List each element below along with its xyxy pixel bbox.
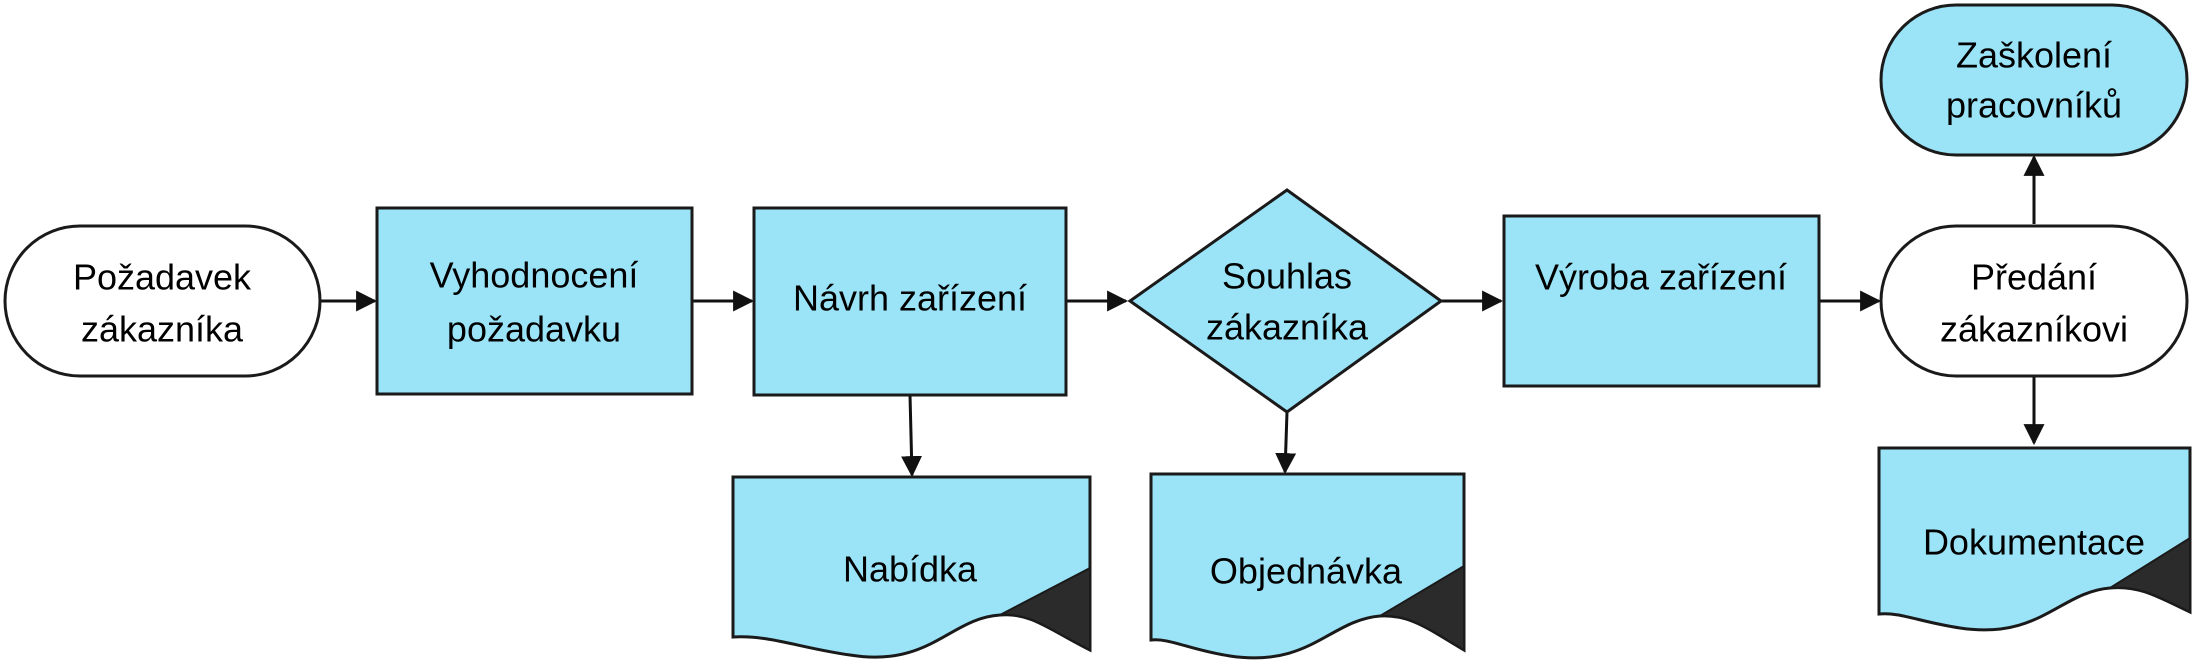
node-souhlas-line-1: Souhlas (1222, 256, 1352, 297)
node-vyhodnoceni-line-1: Vyhodnocení (430, 255, 639, 296)
node-dokumentace-label: Dokumentace (1923, 522, 2145, 563)
connector-souhlas-objednavka (1275, 411, 1297, 475)
node-objednavka-label: Objednávka (1210, 551, 1403, 592)
node-predani-line-2: zákazníkovi (1940, 309, 2128, 350)
node-nabidka: Nabídka (731, 475, 1092, 659)
node-zaskoleni-line-1: Zaškolení (1956, 35, 2112, 76)
node-vyroba-line-1: Výroba zařízení (1535, 257, 1787, 298)
node-vyroba-zarizeni: Výroba zařízení (1502, 214, 1821, 388)
node-zaskoleni-pracovniku: Zaškolení pracovníků (1879, 3, 2189, 157)
node-navrh-zarizeni: Návrh zařízení (752, 206, 1068, 397)
node-predani-zakaznikovi: Předání zákazníkovi (1879, 224, 2189, 378)
node-vyhodnoceni-line-2: požadavku (447, 309, 621, 350)
node-predani-line-1: Předání (1971, 257, 2097, 298)
node-vyhodnoceni-pozadavku: Vyhodnocení požadavku (375, 206, 694, 396)
node-objednavka: Objednávka (1149, 472, 1466, 660)
node-souhlas-zakaznika: Souhlas zákazníka (1127, 188, 1444, 414)
node-navrh-line-1: Návrh zařízení (793, 278, 1027, 319)
node-pozadavek-zakaznika: Požadavek zákazníka (3, 224, 322, 378)
node-souhlas-line-2: zákazníka (1206, 307, 1369, 348)
node-dokumentace: Dokumentace (1877, 446, 2192, 632)
connector-navrh-nabidka (901, 394, 923, 478)
node-pozadavek-line-1: Požadavek (73, 257, 252, 298)
node-nabidka-label: Nabídka (843, 549, 978, 590)
node-pozadavek-line-2: zákazníka (81, 309, 244, 350)
node-zaskoleni-line-2: pracovníků (1946, 85, 2122, 126)
